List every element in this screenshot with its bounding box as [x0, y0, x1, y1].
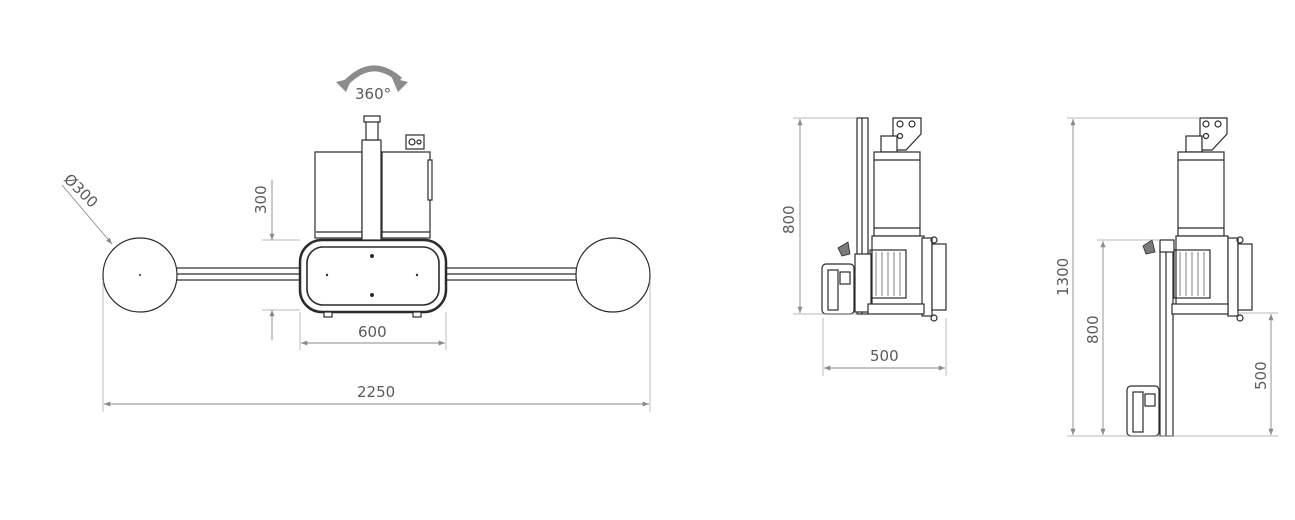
frame-width-label: 600 [358, 323, 387, 341]
side-depth-label: 500 [870, 347, 899, 365]
control-box-right [381, 151, 431, 239]
overall-width-label: 2250 [357, 383, 395, 401]
box-height-label: 300 [252, 185, 270, 214]
front-view: 360° Ø300 3 [60, 65, 651, 412]
suction-pad-right [575, 237, 651, 313]
rotation-arrow-icon [336, 65, 408, 92]
side-height-label: 800 [780, 205, 798, 234]
mid-height-label: 800 [1084, 315, 1102, 344]
base-height-label: 500 [1252, 361, 1270, 390]
full-height-label: 1300 [1054, 258, 1072, 296]
central-frame [298, 238, 448, 314]
rotation-label: 360° [355, 85, 391, 103]
control-box-left [314, 151, 363, 239]
side-view-raised: 1300 800 500 [1054, 117, 1278, 437]
side-view: 800 500 [780, 117, 947, 376]
